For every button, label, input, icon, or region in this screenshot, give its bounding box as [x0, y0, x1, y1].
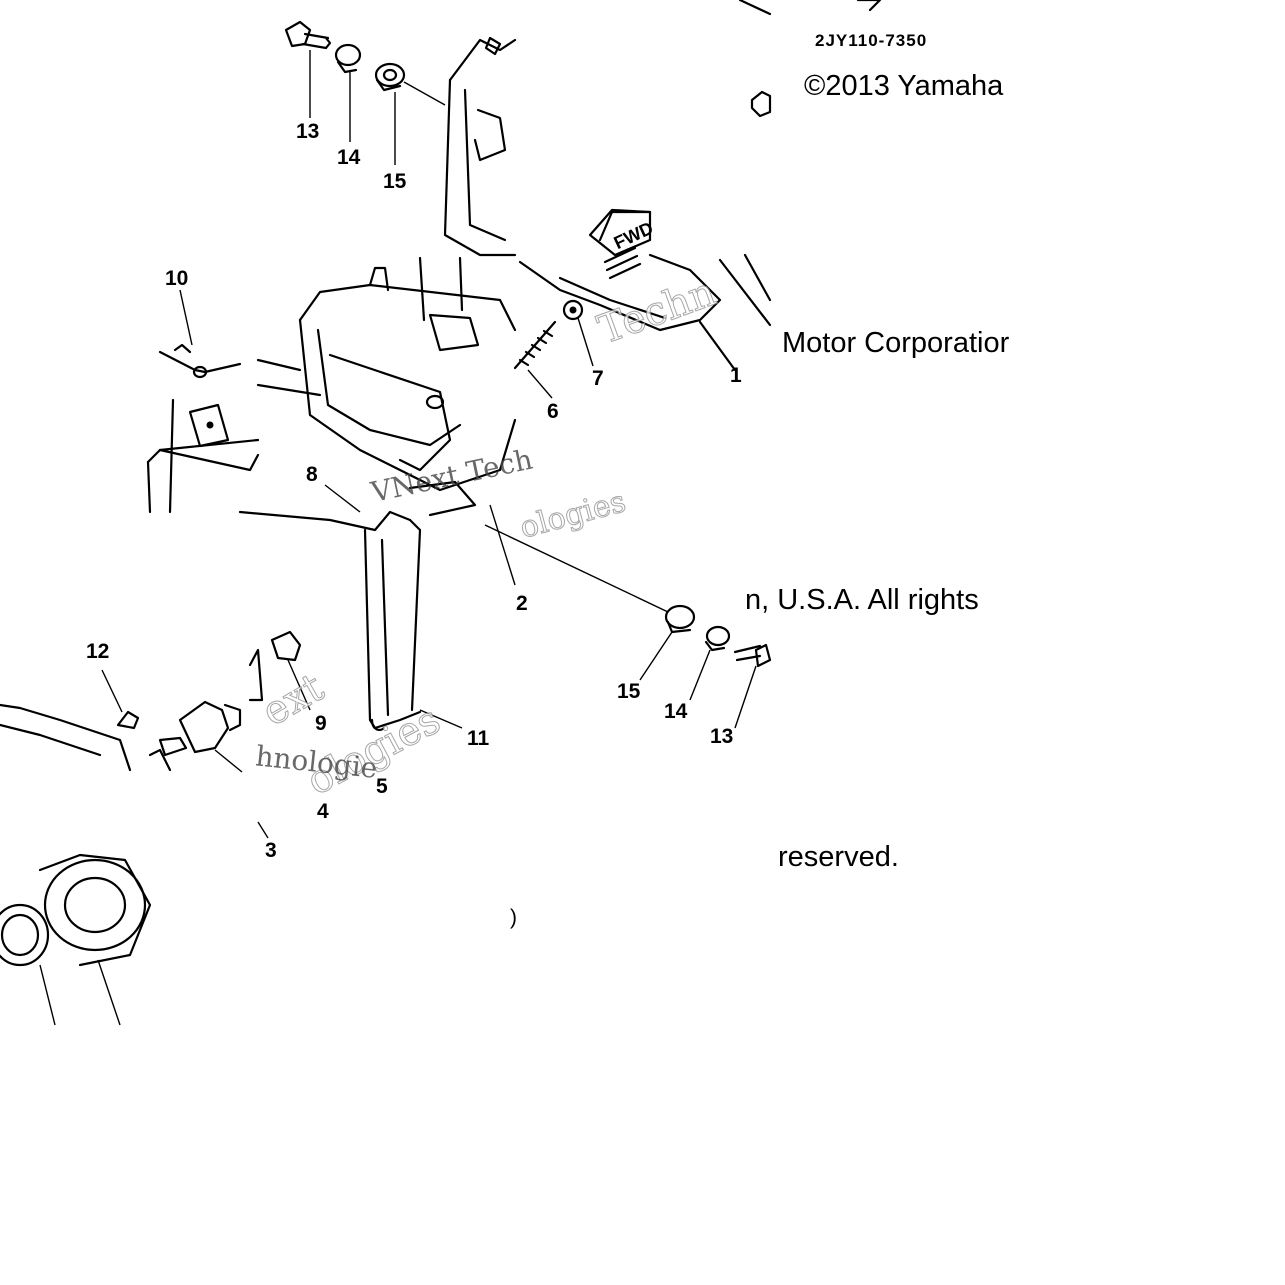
- nut-top-right: [750, 90, 772, 118]
- adjust-screw-6: [513, 320, 557, 399]
- headlight-lens-assembly: [0, 821, 269, 1026]
- grommet-15-right: [639, 604, 696, 681]
- callout-5: 5: [376, 775, 388, 798]
- watermark-3: ologies: [516, 484, 629, 546]
- callout-9: 9: [315, 712, 327, 735]
- lamp-housing-left: [0, 703, 132, 772]
- nut-7: [562, 299, 594, 367]
- leader-2: [489, 504, 516, 586]
- washer-14-right: [689, 625, 731, 701]
- lamp-cover-11: [238, 510, 463, 731]
- callout-10: 10: [165, 267, 188, 290]
- callout-13-top: 13: [296, 120, 319, 143]
- callout-14-right: 14: [664, 700, 688, 723]
- bulb-4: [148, 700, 243, 773]
- callout-15-right: 15: [617, 680, 641, 703]
- bulb-cap-12: [101, 669, 140, 730]
- bolt-13-top: [284, 20, 332, 118]
- watermark-2: VNext Tech: [367, 443, 535, 510]
- callout-8: 8: [306, 463, 318, 486]
- washer-14-top: [334, 43, 362, 142]
- watermark-1: Techn: [592, 269, 722, 354]
- callout-12: 12: [86, 640, 109, 663]
- fwd-arrow: FWD: [598, 210, 656, 253]
- spring-near-bracket: [603, 246, 642, 280]
- leader-line-long: [484, 524, 669, 613]
- headlight-unit: [256, 256, 517, 517]
- callout-7: 7: [592, 367, 604, 390]
- callout-15-top: 15: [383, 170, 407, 193]
- callout-6: 6: [547, 400, 559, 423]
- copyright-line-2: Motor Corporatior: [782, 327, 1010, 359]
- copyright-line-4: reserved.: [778, 841, 899, 873]
- socket-clip-9: [248, 630, 311, 711]
- callout-1: 1: [730, 364, 742, 387]
- copyright-line-1: ©2013 Yamaha: [804, 70, 1004, 102]
- callout-14-top: 14: [337, 146, 361, 169]
- bolt-13-right: [733, 643, 772, 729]
- diagram-code: 2JY110-7350: [815, 31, 927, 50]
- clip-10: [158, 289, 242, 379]
- grommet-15-top: [374, 62, 446, 165]
- headlight-bracket-part: [443, 0, 882, 372]
- callout-13-right: 13: [710, 725, 733, 748]
- headlight-rim: [146, 398, 260, 514]
- copyright-line-3: n, U.S.A. All rights: [745, 584, 979, 616]
- callout-2: 2: [516, 592, 528, 615]
- stray-glyph: ): [510, 906, 517, 929]
- callout-11: 11: [467, 727, 490, 750]
- callout-4: 4: [317, 800, 329, 823]
- leader-8: [324, 484, 361, 513]
- callout-3: 3: [265, 839, 277, 862]
